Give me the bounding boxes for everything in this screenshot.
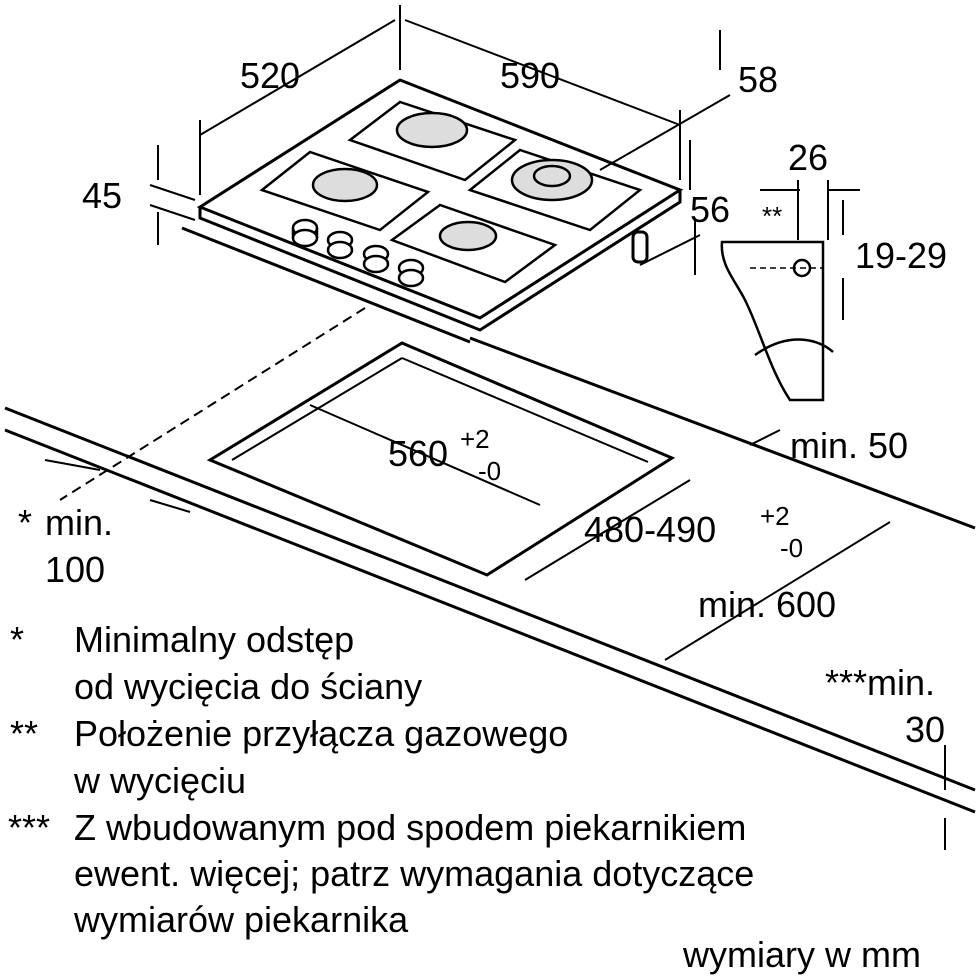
control-knobs xyxy=(291,218,425,288)
dim-30: 30 xyxy=(905,709,946,750)
note-line: wymiarów piekarnika xyxy=(74,899,409,940)
note-line: Położenie przyłącza gazowego xyxy=(74,713,569,754)
countertop xyxy=(4,336,976,814)
gas-marker: ** xyxy=(762,201,783,231)
note-line: Z wbudowanym pod spodem piekarnikiem xyxy=(74,807,747,848)
burners xyxy=(259,100,643,284)
dim-480-tol-minus: -0 xyxy=(780,533,804,563)
note-line: od wycięcia do ściany xyxy=(74,666,423,707)
dim-56: 56 xyxy=(690,189,731,230)
note-line: ewent. więcej; patrz wymagania dotyczące xyxy=(74,853,755,894)
dim-590: 590 xyxy=(500,55,561,96)
dim-min-30-label: ***min. xyxy=(825,662,936,703)
dim-560-tol-minus: -0 xyxy=(478,456,502,486)
star-marker: * xyxy=(18,502,33,543)
hob xyxy=(181,78,684,344)
note-marker: ** xyxy=(10,713,39,754)
side-profile xyxy=(720,240,834,402)
gas-connector xyxy=(631,230,649,264)
projection-line xyxy=(59,307,366,501)
note-line: w wycięciu xyxy=(74,760,247,801)
dim-480-tol-plus: +2 xyxy=(760,501,790,531)
dim-560-tol-plus: +2 xyxy=(460,424,490,454)
units-note: wymiary w mm xyxy=(683,934,921,975)
note-marker: * xyxy=(10,619,25,660)
dim-480-490: 480-490 xyxy=(584,509,717,550)
dimension-lines xyxy=(44,5,946,850)
dim-26: 26 xyxy=(788,137,829,178)
dim-520: 520 xyxy=(240,55,301,96)
dim-19-29: 19-29 xyxy=(855,235,948,276)
dim-min-600: min. 600 xyxy=(698,584,837,625)
dim-560: 560 xyxy=(388,433,449,474)
note-marker: *** xyxy=(8,807,51,848)
dim-58: 58 xyxy=(738,59,779,100)
dim-min-50: min. 50 xyxy=(790,425,909,466)
dim-100: 100 xyxy=(45,549,106,590)
dim-45: 45 xyxy=(82,175,123,216)
dim-min-label: min. xyxy=(45,502,114,543)
note-line: Minimalny odstęp xyxy=(74,619,355,660)
